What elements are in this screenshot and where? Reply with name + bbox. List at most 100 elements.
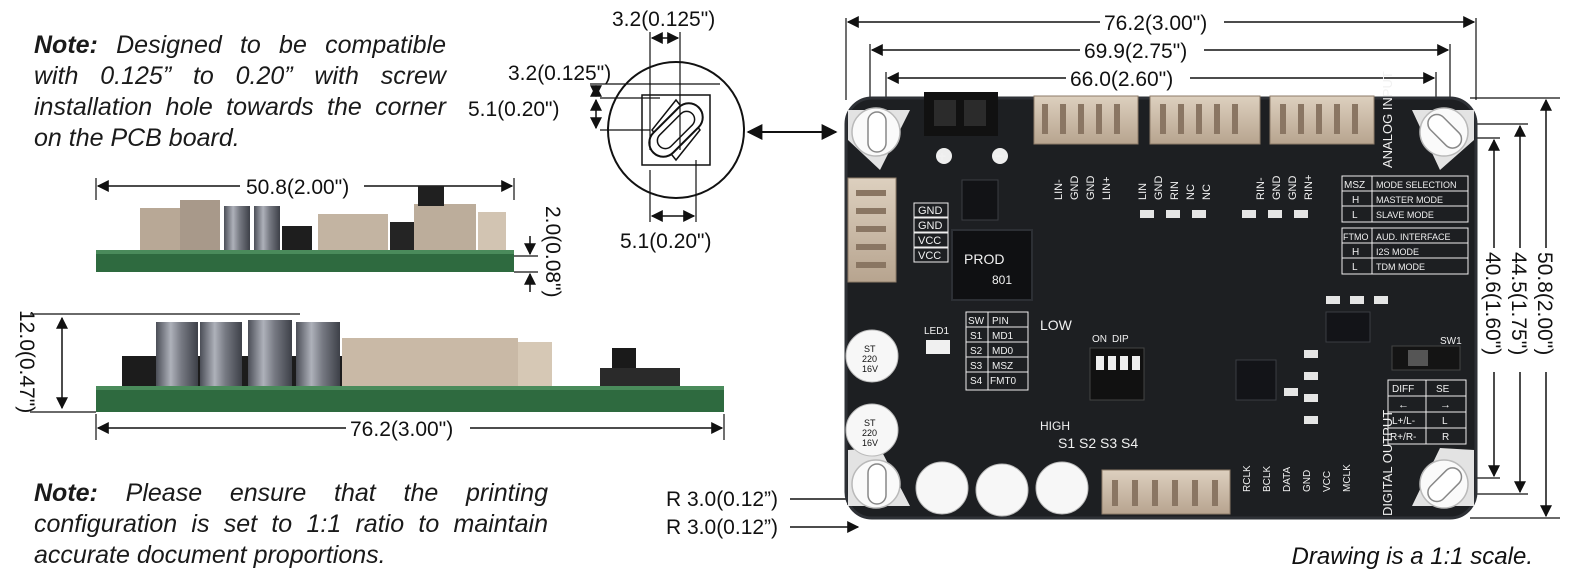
hole-bottom-width-label: 5.1(0.20") — [620, 230, 712, 253]
ftmo-cell: H — [1352, 247, 1359, 258]
pin-label: GND — [1287, 176, 1299, 201]
diff-cell: L — [1442, 416, 1448, 427]
pin-label: RIN+ — [1303, 175, 1315, 200]
sw-cell: PIN — [992, 316, 1009, 327]
pin-label: LIN- — [1053, 179, 1065, 200]
side-view-bottom: 12.0(0.47") 76.2(3.00") — [15, 310, 725, 441]
diff-table: DIFF SE ← → L+/L- L R+/R- R — [1387, 379, 1467, 445]
side-top-width-label: 50.8(2.00") — [246, 176, 349, 199]
pcb-board: + − ANALOG INPUT LIN- GND GND LIN+ LIN G… — [844, 71, 1478, 520]
ftmo-cell: FTMO — [1343, 232, 1369, 242]
pin-label: NC — [1201, 184, 1213, 200]
hole-span-outer-label: 69.9(2.75") — [1084, 40, 1187, 63]
mount-hole-bottom-left — [848, 448, 910, 509]
sw-cell: FMT0 — [990, 376, 1017, 387]
cap-text: 220 — [862, 354, 877, 364]
note-top-text: Designed to be compatible with 0.125” to… — [34, 31, 446, 152]
high-label: HIGH — [1040, 419, 1070, 433]
cap-text: 220 — [862, 428, 877, 438]
diff-cell: ← — [1398, 399, 1409, 411]
radius-1-label: R 3.0(0.12”) — [666, 488, 778, 511]
mount-hole-bottom-right — [1412, 448, 1474, 509]
pin-label: VCC — [1322, 471, 1333, 492]
led1-label: LED1 — [924, 326, 949, 337]
note-top: Note: Designed to be compatible with 0.1… — [34, 30, 446, 154]
mode-cell: L — [1352, 210, 1358, 221]
scale-note: Drawing is a 1:1 scale. — [1291, 543, 1533, 570]
hole-height-outer-label: 44.5(1.75") — [1507, 252, 1530, 355]
note-bottom-label: Note: — [34, 479, 98, 507]
svg-text:+: + — [938, 148, 946, 164]
pin-label: GND — [1302, 470, 1313, 492]
overall-height-label: 50.8(2.00") — [1533, 252, 1556, 355]
radius-2-label: R 3.0(0.12”) — [666, 516, 778, 539]
ftmo-cell: TDM MODE — [1376, 262, 1425, 272]
sw-cell: MD1 — [992, 331, 1014, 342]
diff-cell: DIFF — [1392, 384, 1414, 395]
cap-text: 16V — [862, 364, 878, 374]
pin-label: DATA — [1282, 466, 1293, 492]
pin-label: GND — [1153, 176, 1165, 201]
note-bottom: Note: Please ensure that the printing co… — [34, 478, 548, 571]
top-header-labels: LIN- GND GND LIN+ LIN GND RIN NC NC RIN-… — [1053, 175, 1315, 200]
pin-label: MCLK — [1342, 464, 1353, 492]
chip-code: 801 — [992, 273, 1012, 287]
cap-text: 16V — [862, 438, 878, 448]
pin-label: GND — [1271, 176, 1283, 201]
pin-label: VCC — [918, 235, 941, 247]
pin-label: LIN — [1137, 183, 1149, 200]
pin-label: RIN- — [1255, 177, 1267, 200]
diff-cell: L+/L- — [1392, 416, 1415, 427]
mode-cell: SLAVE MODE — [1376, 210, 1434, 220]
sw-cell: MSZ — [992, 361, 1013, 372]
pin-label: GND — [1085, 176, 1097, 201]
pin-label: GND — [918, 205, 943, 217]
sw-cell: S2 — [970, 346, 983, 357]
cap-text: ST — [864, 418, 876, 428]
ftmo-cell: AUD. INTERFACE — [1376, 232, 1451, 242]
hole-top-width-label: 3.2(0.125") — [612, 8, 715, 31]
overall-width-label: 76.2(3.00") — [1104, 12, 1207, 35]
sw-cell: MD0 — [992, 346, 1014, 357]
pin-label: RCLK — [1242, 465, 1253, 492]
sw-table: SW PIN S1 MD1 S2 MD0 S3 MSZ S4 FMT0 — [965, 311, 1029, 391]
board-dimensions: 76.2(3.00") 69.9(2.75") 66.0(2.60") 50.8… — [666, 10, 1560, 539]
dip-label: DIP — [1112, 334, 1129, 345]
sw1-label: SW1 — [1440, 336, 1462, 347]
sw-cell: S4 — [970, 376, 983, 387]
sw-cell: S1 — [970, 331, 983, 342]
side-view-top: 50.8(2.00") 2.0(0.08") — [95, 175, 564, 298]
sw-cell: SW — [968, 316, 985, 327]
hole-height-inner-label: 40.6(1.60") — [1481, 252, 1504, 355]
digital-output-label: DIGITAL OUTPUT — [1380, 410, 1395, 516]
ftmo-cell: I2S MODE — [1376, 247, 1419, 257]
pin-label: LIN+ — [1101, 176, 1113, 200]
sw-cell: S3 — [970, 361, 983, 372]
analog-input-label: ANALOG INPUT — [1380, 71, 1395, 168]
switches-label: S1 S2 S3 S4 — [1058, 435, 1138, 451]
note-bottom-text: Please ensure that the printing configur… — [34, 479, 548, 569]
bottom-header-labels: RCLK BCLK DATA GND VCC MCLK — [1242, 464, 1353, 492]
pin-label: GND — [1069, 176, 1081, 201]
diff-cell: SE — [1436, 384, 1450, 395]
hole-span-inner-label: 66.0(2.60") — [1070, 68, 1173, 91]
left-header-labels: GND GND VCC VCC — [913, 202, 949, 263]
mount-hole-top-right — [1412, 107, 1474, 170]
svg-text:−: − — [995, 148, 1003, 164]
diff-cell: R+/R- — [1390, 432, 1416, 443]
side-bottom-height-label: 12.0(0.47") — [15, 310, 38, 413]
mount-hole-top-left — [848, 107, 910, 170]
ftmo-cell: L — [1352, 262, 1358, 273]
pin-label: NC — [1185, 184, 1197, 200]
on-label: ON — [1092, 334, 1107, 345]
side-bottom-width-label: 76.2(3.00") — [350, 418, 453, 441]
cap-text: ST — [864, 344, 876, 354]
mode-cell: MSZ — [1344, 180, 1365, 191]
note-top-label: Note: — [34, 31, 98, 59]
capacitor-group: ST 220 16V ST 220 16V — [845, 329, 1089, 517]
pin-label: BCLK — [1262, 466, 1273, 492]
low-label: LOW — [1040, 317, 1073, 333]
diff-cell: → — [1440, 399, 1451, 411]
ftmo-table: FTMO AUD. INTERFACE H I2S MODE L TDM MOD… — [1341, 227, 1469, 275]
